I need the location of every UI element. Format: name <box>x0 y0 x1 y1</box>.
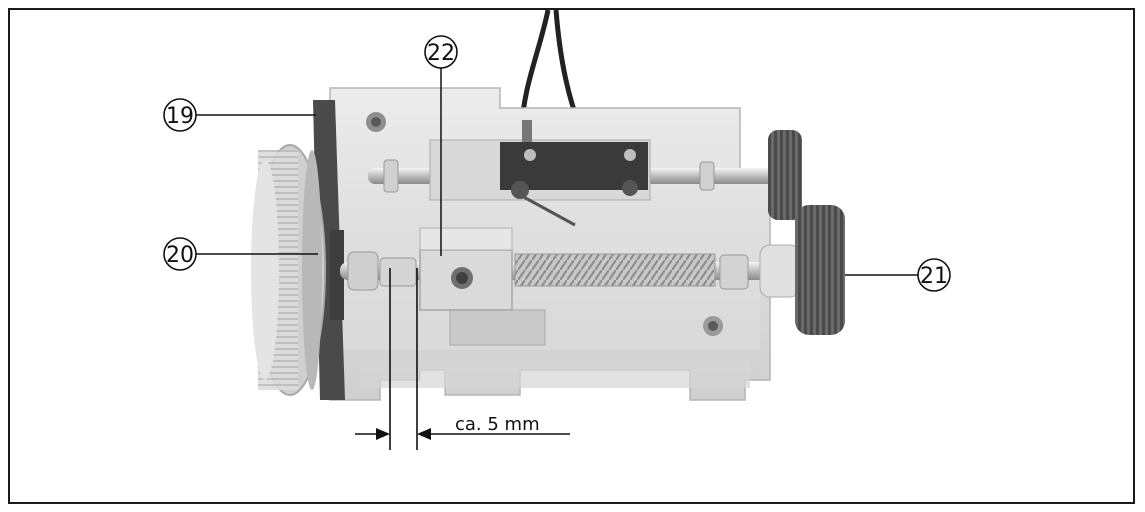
slider-block <box>419 227 513 311</box>
callout-21: 21 <box>845 258 951 292</box>
micro-switch <box>429 120 651 227</box>
callout-label: 21 <box>920 264 948 289</box>
callout-19: 19 <box>163 98 316 132</box>
housing <box>329 87 771 401</box>
callout-label: 22 <box>427 41 455 66</box>
arrow-left-icon <box>417 428 431 440</box>
pulley <box>251 144 326 396</box>
arrow-right-icon <box>376 428 390 440</box>
callout-label: 19 <box>166 104 194 129</box>
callout-20: 20 <box>163 237 318 271</box>
callout-label: 20 <box>166 243 194 268</box>
callout-22: 22 <box>424 35 458 256</box>
dimension-label: ca. 5 mm <box>455 414 540 435</box>
dimension-markup: ca. 5 mm <box>355 268 570 450</box>
